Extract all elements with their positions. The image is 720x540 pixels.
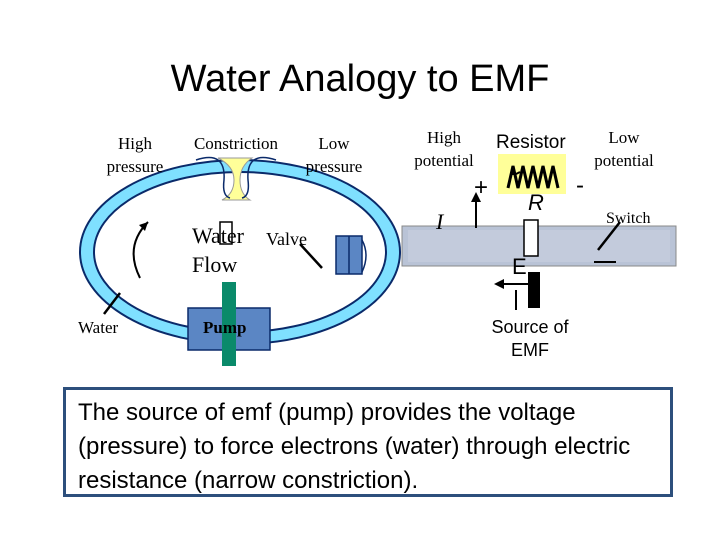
page-title: Water Analogy to EMF (170, 58, 550, 100)
valve-label: Valve (266, 229, 307, 249)
minus-sign: - (576, 172, 584, 199)
current-symbol: I (436, 209, 444, 234)
water-pointer-line (103, 292, 121, 315)
constriction-shape (195, 156, 277, 201)
high-pressure-label: High pressure (106, 134, 164, 176)
resistor-shape (498, 154, 566, 194)
water-pipe-loop (79, 159, 401, 345)
water-flow-arrow (132, 221, 149, 279)
resistor-symbol: R (528, 190, 544, 215)
switch-label: Switch (606, 210, 651, 227)
plus-sign: + (474, 174, 489, 201)
low-potential-label: Low potential (594, 128, 654, 170)
flow-marker-box (219, 221, 233, 245)
current-arrow (471, 192, 481, 228)
water-flow-label-line2: Flow (192, 252, 238, 277)
electric-wire (401, 225, 677, 267)
low-pressure-label: Low pressure (305, 134, 363, 176)
resistor-label: Resistor (496, 132, 566, 153)
emf-source-shape (494, 272, 540, 310)
caption-text: The source of emf (pump) provides the vo… (78, 399, 631, 494)
valve-shape (299, 235, 367, 275)
pump-shape (187, 282, 271, 366)
caption-box: The source of emf (pump) provides the vo… (63, 387, 673, 497)
pump-label: Pump (203, 318, 247, 337)
wire-marker-box (523, 219, 539, 257)
constriction-label: Constriction (193, 134, 279, 153)
source-of-emf-label: Source of EMF (491, 317, 569, 360)
emf-symbol: E (512, 254, 527, 279)
water-label: Water (78, 318, 119, 337)
water-flow-label-line1: Water (192, 223, 244, 248)
switch-shape (594, 221, 621, 263)
high-potential-label: High potential (414, 128, 474, 170)
